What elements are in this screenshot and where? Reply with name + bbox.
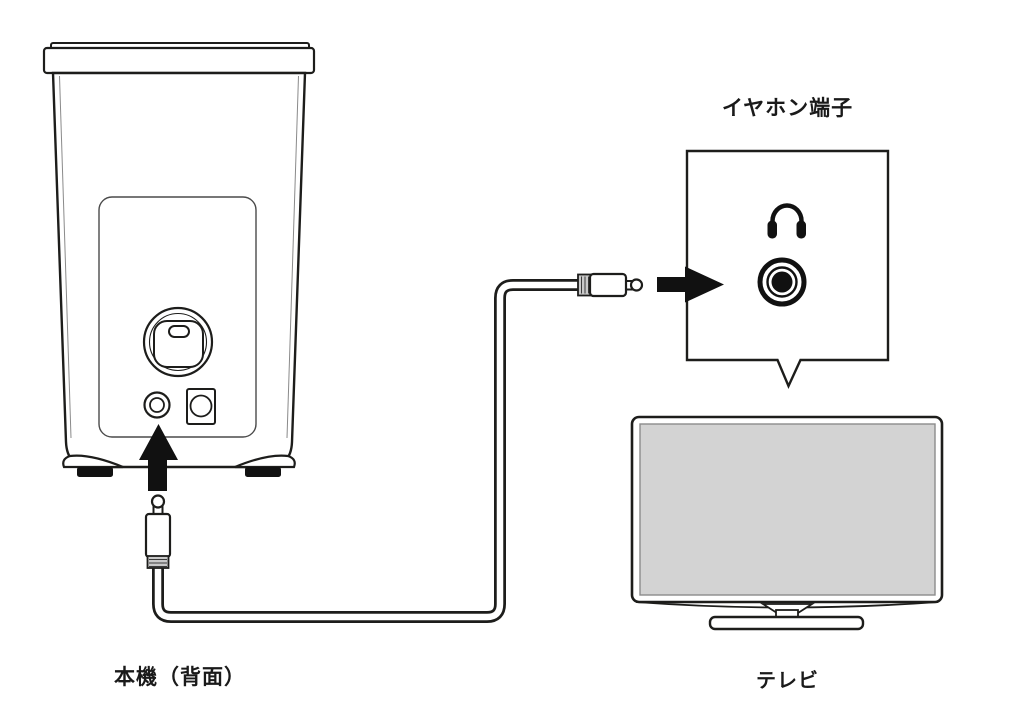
speaker-edge-highlight-right (286, 75, 299, 439)
headphones-icon (767, 203, 806, 239)
cable-plug-right (577, 272, 644, 298)
right-arrow-icon (657, 266, 724, 303)
headphones-band (770, 203, 804, 228)
headphones-earcup-left (767, 220, 777, 239)
plug-bottom-body (144, 512, 172, 559)
jack-socket-hole (771, 271, 793, 293)
speaker-edge-highlight-left (59, 75, 72, 439)
aux-input-jack (143, 391, 171, 419)
dc-port-hole (189, 394, 213, 418)
jack-callout-box (685, 149, 890, 389)
power-connector (142, 306, 214, 378)
tv-screen (639, 423, 936, 596)
cable-core (154, 281, 580, 621)
audio-cable (152, 279, 580, 623)
audio-jack-socket-icon (757, 257, 807, 307)
foot-right-pad (245, 467, 281, 477)
tv-group (630, 415, 944, 631)
plug-bottom-ribs (149, 559, 167, 567)
foot-left-wedge (62, 454, 124, 469)
up-arrow-icon (139, 424, 178, 491)
tv-label: テレビ (756, 670, 819, 692)
cable-plug-bottom (144, 494, 172, 569)
jack-socket-middle-ring (766, 266, 798, 298)
power-connector-socket (153, 320, 204, 368)
dc-power-port (186, 388, 216, 425)
jack-socket-outer-ring (757, 257, 807, 307)
speaker-top-cap (42, 46, 316, 75)
tv-stand (708, 615, 865, 631)
plug-right-tip (629, 278, 644, 292)
speaker-foot-right (234, 454, 296, 477)
plug-right-body (588, 272, 628, 298)
earphone-jack-label: イヤホン端子 (721, 97, 854, 120)
plug-right-ribs (581, 276, 589, 294)
speaker-rear-view (42, 42, 316, 477)
foot-left-pad (77, 467, 113, 477)
plug-bottom-tip (150, 494, 166, 509)
unit-rear-label: 本機（背面） (114, 666, 246, 689)
power-connector-slot (168, 325, 190, 338)
speaker-foot-left (62, 454, 124, 477)
headphones-earcup-right (796, 220, 806, 239)
foot-right-wedge (234, 454, 296, 469)
aux-jack-inner (149, 397, 165, 413)
